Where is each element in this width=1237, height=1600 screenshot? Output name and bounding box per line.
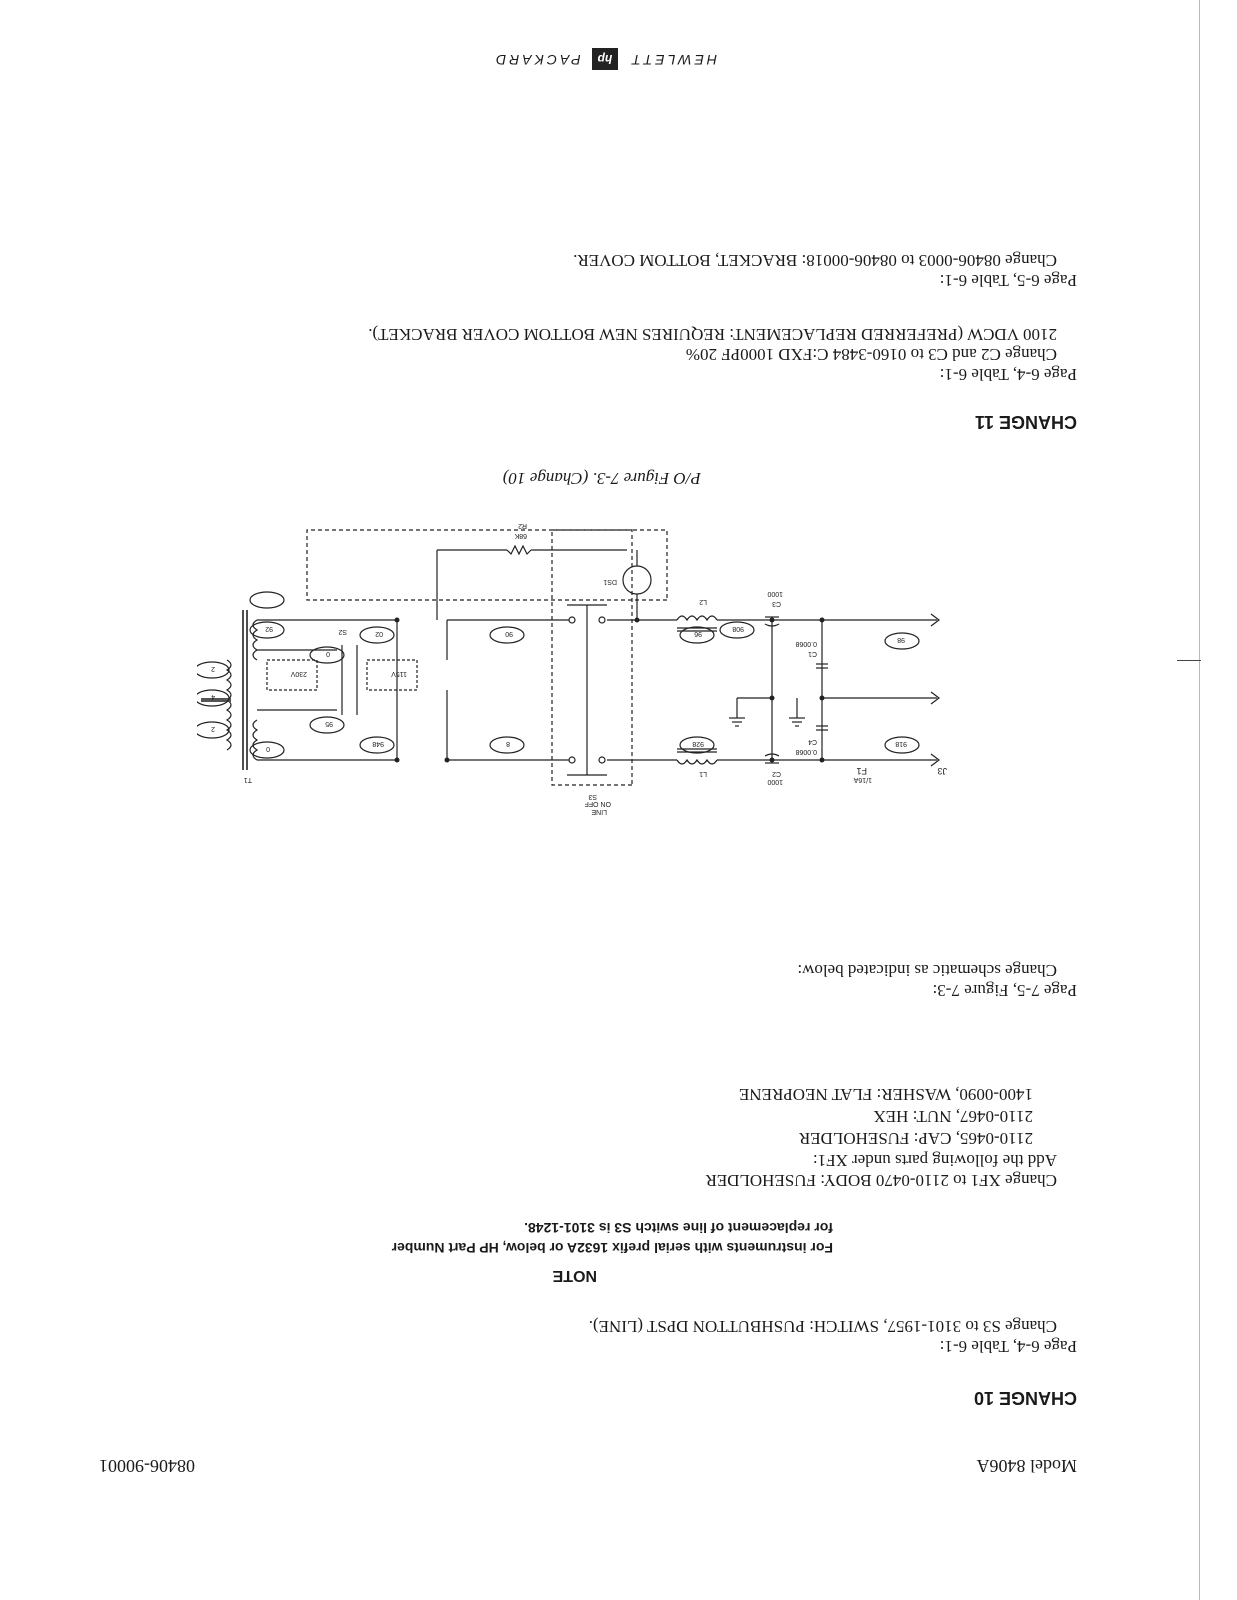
- label-r2-value: 68K: [514, 532, 527, 539]
- label-s2: S2: [338, 628, 347, 635]
- change10-ref1: Page 6-4, Table 6-1:: [939, 1337, 1077, 1356]
- label-j3: J3: [937, 766, 947, 776]
- hp-logo-icon: hp: [591, 48, 619, 70]
- note-title: NOTE: [552, 1267, 597, 1284]
- model-label: Model 8406A: [976, 1456, 1078, 1476]
- change10-line6: 1400-0090, WASHER: FLAT NEOPRENE: [738, 1085, 1033, 1104]
- label-ds1: DS1: [603, 578, 617, 585]
- change11-line2: 2100 VDCW (PREFERRED REPLACEMENT: REQUIR…: [368, 325, 1057, 344]
- part-number: 08406-90001: [99, 1456, 195, 1476]
- wire-0b: 0: [266, 745, 270, 752]
- wire-918: 918: [895, 740, 907, 747]
- logo-text-right: PACKARD: [493, 52, 581, 68]
- wire-948: 948: [372, 740, 384, 747]
- wire-4: 4: [211, 693, 215, 700]
- change11-line1: Change C2 and C3 to 0160-3484 C:FXD 1000…: [685, 345, 1057, 364]
- label-230v: 230V: [290, 670, 307, 677]
- logo-text-left: HEWLETT: [629, 52, 717, 68]
- note-line1: For instruments with serial prefix 1632A…: [391, 1240, 833, 1256]
- change10-line3: Add the following parts under XF1:: [812, 1151, 1057, 1170]
- label-c4-value: 0.0068: [795, 748, 817, 755]
- label-s3-onoff: ON OFF: [585, 800, 611, 807]
- change10-line1: Change S3 to 3101-1957, SWITCH: PUSHBUTT…: [588, 1317, 1057, 1336]
- label-f1: F1: [856, 766, 867, 776]
- wire-98: 98: [897, 636, 905, 643]
- change10-line4: 2110-0465, CAP: FUSEHOLDER: [798, 1129, 1033, 1148]
- change10-line5: 2110-0467, NUT: HEX: [873, 1107, 1033, 1126]
- change10-line7: Change schematic as indicated below:: [797, 961, 1057, 980]
- scan-edge-line: [1199, 0, 1200, 1600]
- label-s3: S3: [588, 793, 597, 800]
- label-r2: R2: [518, 522, 527, 529]
- wire-92: 92: [265, 625, 273, 632]
- change10-heading: CHANGE 10: [973, 1388, 1077, 1408]
- change11-heading: CHANGE 11: [974, 412, 1077, 432]
- label-t1: T1: [244, 776, 252, 783]
- wire-2a: 2: [211, 725, 215, 732]
- change10-line2: Change XF1 to 2110-0470 BODY: FUSEHOLDER: [705, 1171, 1057, 1190]
- label-f1-value: 1/16A: [853, 776, 872, 783]
- label-c1: C1: [808, 650, 817, 657]
- wire-96: 96: [694, 630, 702, 637]
- change11-line3: Change 08406-0003 to 08406-00018: BRACKE…: [573, 251, 1057, 270]
- wire-8: 8: [506, 740, 510, 747]
- scan-tick-mark: [1177, 660, 1201, 661]
- note-line2: for replacement of line switch S3 is 310…: [524, 1220, 833, 1236]
- label-l2: L2: [699, 598, 707, 605]
- label-115v: 115V: [391, 670, 407, 677]
- wire-928: 928: [692, 740, 704, 747]
- change11-ref1: Page 6-4, Table 6-1:: [939, 365, 1077, 384]
- wire-95: 95: [325, 720, 333, 727]
- wire-90: 90: [505, 630, 513, 637]
- wire-02: 02: [375, 630, 383, 637]
- label-c3-value: 1000: [767, 590, 783, 597]
- wire-908: 908: [732, 625, 744, 632]
- hp-logo: HEWLETT hp PACKARD: [493, 48, 717, 70]
- label-c1-value: 0.0068: [795, 640, 817, 647]
- label-s3-line: LINE: [591, 808, 607, 815]
- label-c3: C3: [772, 600, 781, 607]
- change11-ref2: Page 6-5, Table 6-1:: [939, 271, 1077, 290]
- label-c4: C4: [808, 738, 817, 745]
- power-supply-schematic: J3 F1 1/16A C1 0.0068 C4 0.0068 C2 1000 …: [197, 522, 947, 815]
- change10-ref2: Page 7-5, Figure 7-3:: [932, 981, 1077, 1000]
- figure-caption: P/O Figure 7-3. (Change 10): [502, 469, 701, 488]
- wire-2b: 2: [211, 665, 215, 672]
- label-c2: C2: [772, 770, 781, 777]
- label-l1: L1: [699, 770, 707, 777]
- label-c2-value: 1000: [767, 778, 783, 785]
- wire-0a: 0: [326, 650, 330, 657]
